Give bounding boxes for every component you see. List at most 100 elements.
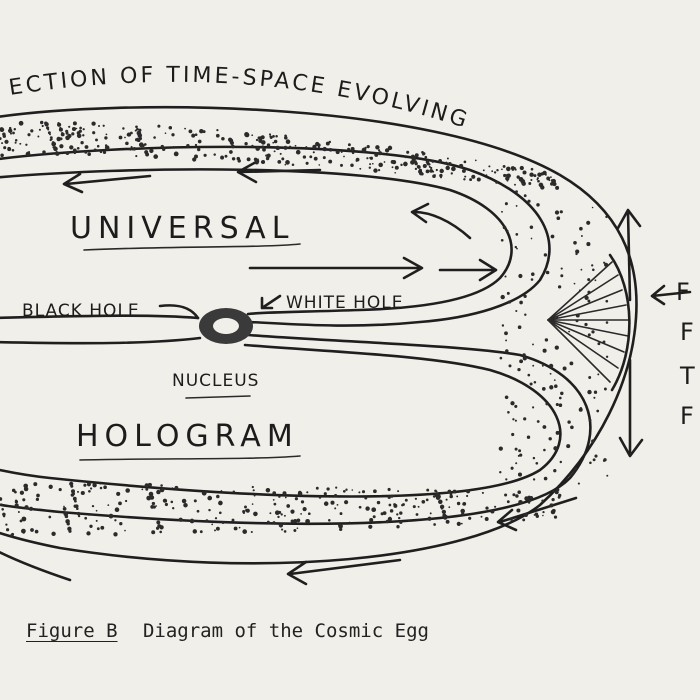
stipple-dot [173,151,179,157]
stipple-dot [347,147,351,151]
stipple-dot [410,160,415,165]
stipple-dot [543,476,548,481]
stipple-dot [502,225,507,230]
stipple-dot [312,151,315,154]
stipple-dot [605,355,609,358]
stipple-dot [48,515,52,519]
stipple-dot [573,240,577,245]
stipple-dot [14,139,18,142]
stipple-dot [403,161,408,167]
stipple-dot [551,508,556,513]
stipple-dot [591,206,594,209]
stipple-dot [253,511,258,517]
stipple-dot [375,145,380,150]
stipple-dot [199,530,203,534]
stipple-dot [361,147,367,153]
stipple-dot [155,505,158,507]
stipple-dot [340,163,343,167]
stipple-dot [587,333,591,337]
stipple-dot [456,495,459,498]
stipple-dot [491,170,494,173]
stipple-dot [44,122,49,127]
stipple-dot [197,139,202,144]
stipple-dot [532,406,535,409]
stipple-dot [530,178,533,182]
stipple-dot [27,133,31,137]
stipple-dot [541,364,544,367]
stipple-dot [405,156,407,159]
stipple-dot [155,526,160,530]
stipple-dot [192,157,197,162]
white-hole-pointer [260,294,282,310]
stipple-dot [374,152,379,157]
stipple-dot [373,168,378,173]
stipple-dot [281,528,284,531]
stipple-dot [7,147,12,152]
stipple-dot [482,169,485,172]
stipple-dot [151,501,156,506]
stipple-dot [125,488,130,493]
stipple-dot [530,278,534,281]
stipple-dot [507,300,512,304]
stipple-dot [156,520,161,525]
stipple-dot [520,179,526,184]
stipple-dot [532,343,534,346]
stipple-dot [493,171,497,174]
stipple-dot [273,139,278,144]
stipple-dot [401,503,404,507]
stipple-dot [533,513,536,516]
flow-arrow-mid-right-2 [438,258,498,282]
stipple-dot [181,498,187,504]
stipple-dot [74,504,79,509]
stipple-dot [108,513,114,519]
stipple-dot [214,517,218,520]
stipple-dot [119,522,123,526]
stipple-dot [591,264,594,267]
stipple-dot [461,512,465,516]
stipple-dot [220,155,225,160]
stipple-dot [73,151,77,155]
outer-shell [0,105,638,565]
stipple-dot [553,446,558,451]
stipple-dot [135,125,138,129]
stipple-dot [326,487,330,491]
stipple-dot [512,493,516,497]
stipple-dot [95,509,98,512]
stipple-dot [242,529,248,534]
stipple-dot [544,338,549,342]
stipple-dot [433,174,436,177]
stipple-dot [253,494,256,497]
stipple-dot [506,229,509,233]
stipple-dot [272,491,277,495]
flow-arrow-upper-curve [410,202,472,240]
stipple-dot [84,145,89,149]
stipple-dot [524,313,527,316]
stipple-dot [199,128,204,134]
stipple-dot [322,146,327,152]
stipple-dot [594,279,597,282]
stipple-dot [390,494,394,498]
stipple-dot [378,151,383,156]
stipple-dot [439,504,445,509]
stipple-dot [171,487,174,489]
stipple-dot [91,504,95,508]
stipple-dot [554,345,559,350]
stipple-dot [425,169,430,174]
stipple-dot [425,498,429,502]
stipple-dot [585,452,588,455]
stipple-dot [556,316,559,319]
stipple-dot [138,128,142,132]
stipple-dot [542,425,547,429]
curved-title-path: ECTION OF TIME-SPACE EVOLVING [7,63,469,134]
stipple-dot [549,385,554,390]
stipple-dot [603,458,607,462]
stipple-dot [559,210,563,214]
stipple-dot [396,513,399,516]
stipple-dot [502,164,506,168]
stipple-dot [589,461,592,465]
stipple-dot [194,133,198,137]
stipple-dot [522,356,527,361]
stipple-dot [218,511,222,515]
stipple-dot [575,313,580,318]
stipple-dot [335,150,340,155]
